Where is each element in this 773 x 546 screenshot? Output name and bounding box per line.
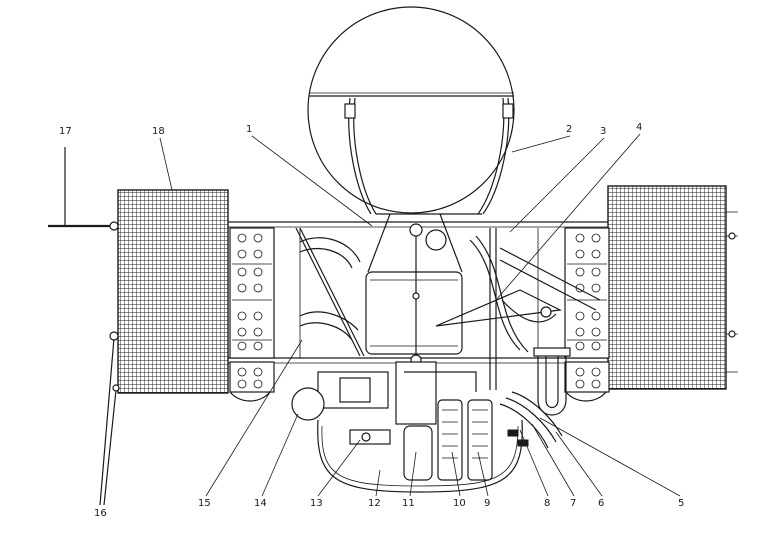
solar-panel-left: [117, 189, 229, 394]
callout-4: 4: [636, 122, 642, 133]
whip-antennas: [99, 331, 120, 506]
u-tube-radiator: [533, 347, 571, 416]
lower-compartment: [229, 361, 607, 493]
callout-15: 15: [198, 498, 211, 509]
callout-2: 2: [566, 124, 572, 135]
callout-5: 5: [678, 498, 684, 509]
pipe-bundle: [435, 228, 601, 390]
callout-6: 6: [598, 498, 604, 509]
callout-10: 10: [453, 498, 466, 509]
callout-18: 18: [152, 126, 165, 137]
radiator-left: [232, 233, 272, 389]
callout-3: 3: [600, 126, 606, 137]
callout-labels: 1 2 3 4 5 6 7 8 9 10 11 12 13 14 15 16 1…: [59, 122, 684, 519]
callout-11: 11: [402, 498, 415, 509]
callout-1: 1: [246, 124, 252, 135]
radiator-right: [567, 233, 607, 389]
leader-lines: [159, 133, 681, 497]
antenna-mast: [48, 147, 119, 231]
callout-13: 13: [310, 498, 323, 509]
descent-sphere: [307, 6, 515, 215]
callout-14: 14: [254, 498, 267, 509]
callout-16: 16: [94, 508, 107, 519]
right-edge-fittings: [726, 211, 738, 373]
callout-12: 12: [368, 498, 381, 509]
struts-left: [295, 227, 365, 357]
callout-9: 9: [484, 498, 490, 509]
orbital-frame: [228, 221, 610, 393]
callout-7: 7: [570, 498, 576, 509]
callout-17: 17: [59, 126, 72, 137]
callout-8: 8: [544, 498, 550, 509]
central-tank: [299, 213, 482, 366]
solar-panel-right: [607, 185, 727, 390]
